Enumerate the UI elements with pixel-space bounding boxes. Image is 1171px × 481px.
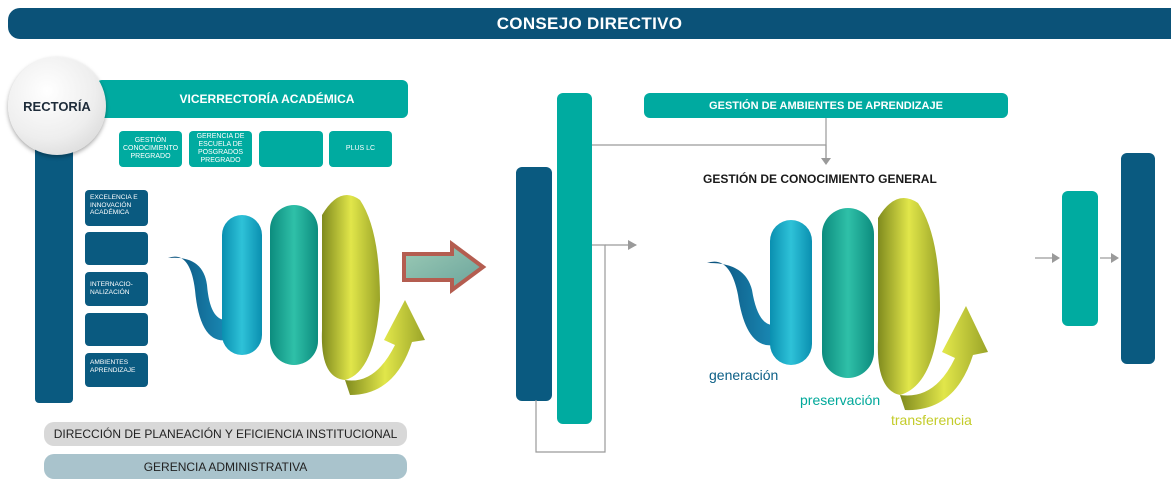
- middle-teal-bar: [557, 93, 592, 424]
- gestion-ambientes-bar: GESTIÓN DE AMBIENTES DE APRENDIZAJE: [644, 93, 1008, 118]
- rectoria-vertical-bar: [35, 110, 73, 403]
- right-teal-bar: [1062, 191, 1098, 326]
- gerencia-administrativa-bar: GERENCIA ADMINISTRATIVA: [44, 454, 407, 479]
- middle-spiral-graphic: [707, 198, 988, 411]
- red-arrow-icon: [402, 240, 487, 294]
- plus-lc-box: PLUS LC: [329, 131, 392, 167]
- blank-top-box: [259, 131, 323, 167]
- middle-connectors: [535, 118, 827, 453]
- right-arrowheads: [1052, 253, 1119, 263]
- gestion-conocimiento-box: GESTIÓN CONOCIMIENTO PREGRADO: [119, 131, 182, 167]
- direccion-planeacion-bar: DIRECCIÓN DE PLANEACIÓN Y EFICIENCIA INS…: [44, 422, 407, 446]
- right-navy-bar: [1121, 153, 1155, 364]
- blank-side-box-1: [85, 232, 148, 265]
- left-spiral-graphic: [168, 195, 425, 395]
- gestion-conocimiento-general-title: GESTIÓN DE CONOCIMIENTO GENERAL: [703, 172, 937, 186]
- vicerrectoria-academica-bar: VICERRECTORÍA ACADÉMICA: [96, 80, 408, 118]
- transferencia-label: transferencia: [891, 412, 972, 428]
- connector-arrowheads: [628, 158, 831, 250]
- consejo-directivo-header: CONSEJO DIRECTIVO: [8, 8, 1171, 39]
- rectoria-circle: RECTORÍA: [8, 57, 106, 155]
- middle-navy-bar: [516, 167, 552, 401]
- internacionalizacion-box: INTERNACIO-NALIZACIÓN: [85, 272, 148, 306]
- ambientes-aprendizaje-box: AMBIENTES APRENDIZAJE: [85, 353, 148, 387]
- gerencia-escuela-box: GERENCIA DE ESCUELA DE POSGRADOS PREGRAD…: [189, 131, 252, 167]
- excelencia-innovacion-box: EXCELENCIA E INNOVACIÓN ACADÉMICA: [85, 190, 148, 226]
- blank-side-box-2: [85, 313, 148, 346]
- preservacion-label: preservación: [800, 392, 881, 408]
- generacion-label: generación: [709, 367, 779, 383]
